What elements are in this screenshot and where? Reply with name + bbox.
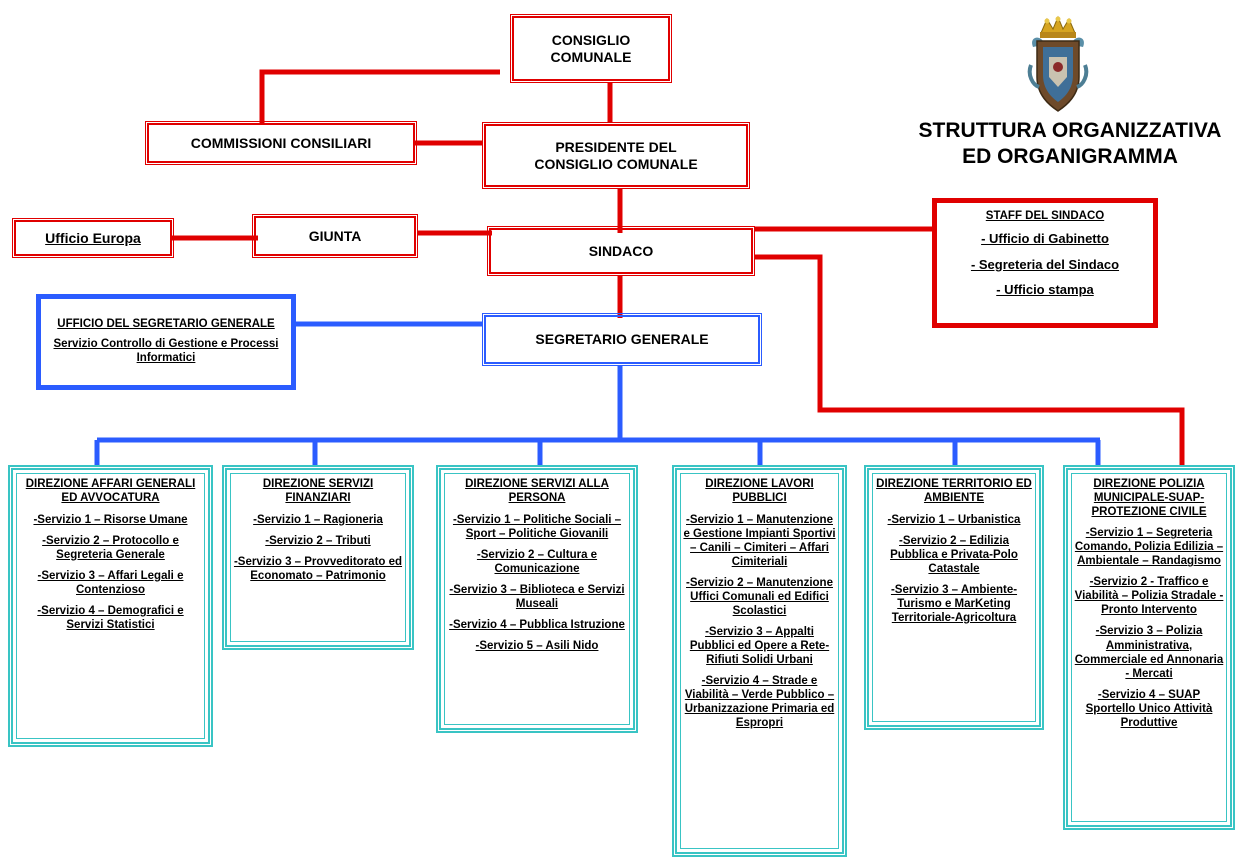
node-sindaco: SINDACO	[487, 226, 755, 276]
node-ufficio-europa-label: Ufficio Europa	[45, 229, 141, 246]
node-giunta-label: GIUNTA	[308, 227, 362, 244]
direction-service: -Servizio 5 – Asili Nido	[475, 639, 599, 652]
node-presidente-consiglio: PRESIDENTE DEL CONSIGLIO COMUNALE	[482, 122, 750, 189]
node-segretario-generale: SEGRETARIO GENERALE	[482, 313, 762, 366]
direction-servizi-finanziari: DIREZIONE SERVIZI FINANZIARI -Servizio 1…	[222, 465, 414, 650]
staff-item-segreteria: - Segreteria del Sindaco	[970, 256, 1120, 272]
staff-item-gabinetto: - Ufficio di Gabinetto	[981, 231, 1109, 246]
node-consiglio-comunale: CONSIGLIO COMUNALE	[510, 14, 672, 83]
direction-service: -Servizio 4 – Demografici e Servizi Stat…	[37, 604, 184, 631]
node-staff-sindaco: STAFF DEL SINDACO - Ufficio di Gabinetto…	[932, 198, 1158, 328]
direction-service: -Servizio 1 – Segreteria Comando, Polizi…	[1074, 527, 1224, 568]
direction-title: DIREZIONE AFFARI GENERALI ED AVVOCATURA	[25, 478, 196, 504]
direction-title: DIREZIONE POLIZIA MUNICIPALE-SUAP-PROTEZ…	[1091, 478, 1207, 518]
node-ufficio-europa: Ufficio Europa	[12, 218, 174, 258]
line-consiglio-commissioni	[259, 69, 500, 125]
node-presidente-line2: CONSIGLIO COMUNALE	[534, 155, 698, 172]
line-sindaco-polizia	[755, 254, 1185, 467]
staff-item-stampa: - Ufficio stampa	[996, 282, 1094, 298]
node-ufficio-segretario: UFFICIO DEL SEGRETARIO GENERALE Servizio…	[36, 294, 296, 390]
direction-service: -Servizio 2 – Cultura e Comunicazione	[476, 548, 598, 575]
direction-title: DIREZIONE TERRITORIO ED AMBIENTE	[876, 478, 1032, 504]
direction-title: DIREZIONE SERVIZI ALLA PERSONA	[465, 478, 609, 504]
direction-territorio-ambiente: DIREZIONE TERRITORIO ED AMBIENTE -Serviz…	[864, 465, 1044, 730]
staff-title: STAFF DEL SINDACO	[985, 210, 1105, 222]
node-sindaco-label: SINDACO	[588, 242, 654, 259]
page-title: STRUTTURA ORGANIZZATIVA ED ORGANIGRAMMA	[890, 118, 1237, 171]
direction-title: DIREZIONE LAVORI PUBBLICI	[705, 478, 814, 504]
direction-servizi-persona: DIREZIONE SERVIZI ALLA PERSONA -Servizio…	[436, 465, 638, 733]
page-title-line1: STRUTTURA ORGANIZZATIVA	[918, 119, 1222, 142]
direction-affari-generali: DIREZIONE AFFARI GENERALI ED AVVOCATURA …	[8, 465, 213, 747]
direction-service: -Servizio 3 – Provveditorato ed Economat…	[233, 555, 403, 582]
direction-lavori-pubblici: DIREZIONE LAVORI PUBBLICI -Servizio 1 – …	[672, 465, 847, 857]
ufficio-segretario-service: Servizio Controllo di Gestione e Process…	[53, 338, 279, 364]
node-consiglio-line1: CONSIGLIO	[551, 31, 631, 48]
direction-service: -Servizio 2 – Edilizia Pubblica e Privat…	[890, 534, 1018, 575]
direction-service: -Servizio 1 – Ragioneria	[253, 513, 383, 526]
direction-service: -Servizio 4 – SUAP Sportello Unico Attiv…	[1085, 688, 1213, 729]
direction-service: -Servizio 3 – Polizia Amministrativa, Co…	[1074, 625, 1224, 680]
direction-service: -Servizio 2 - Traffico e Viabilità – Pol…	[1074, 576, 1224, 617]
direction-service: -Servizio 4 – Pubblica Istruzione	[449, 618, 625, 631]
direction-service: -Servizio 3 – Ambiente-Turismo e MarKeti…	[890, 583, 1018, 624]
node-presidente-line1: PRESIDENTE DEL	[555, 138, 677, 155]
node-segretario-label: SEGRETARIO GENERALE	[535, 331, 709, 348]
direction-service: -Servizio 1 – Manutenzione e Gestione Im…	[683, 513, 836, 568]
node-commissioni-consiliari: COMMISSIONI CONSILIARI	[145, 121, 417, 165]
direction-service: -Servizio 2 – Manutenzione Uffici Comuna…	[686, 576, 833, 617]
direction-service: -Servizio 1 – Risorse Umane	[33, 513, 188, 526]
direction-service: -Servizio 2 – Tributi	[265, 534, 371, 547]
page-title-line2: ED ORGANIGRAMMA	[962, 145, 1178, 169]
direction-service: -Servizio 1 – Politiche Sociali – Sport …	[452, 513, 622, 540]
node-consiglio-line2: COMUNALE	[550, 48, 632, 65]
node-commissioni-label: COMMISSIONI CONSILIARI	[190, 134, 372, 151]
ufficio-segretario-title: UFFICIO DEL SEGRETARIO GENERALE	[57, 318, 275, 331]
node-giunta: GIUNTA	[252, 214, 418, 258]
direction-service: -Servizio 1 – Urbanistica	[887, 513, 1021, 526]
direction-title: DIREZIONE SERVIZI FINANZIARI	[262, 478, 374, 504]
direction-service: -Servizio 3 – Biblioteca e Servizi Musea…	[449, 583, 625, 610]
direction-service: -Servizio 3 – Appalti Pubblici ed Opere …	[689, 625, 830, 666]
coat-of-arms-icon	[1027, 15, 1089, 112]
direction-service: -Servizio 3 – Affari Legali e Contenzios…	[37, 569, 184, 596]
direction-service: -Servizio 2 – Protocollo e Segreteria Ge…	[42, 534, 179, 561]
direction-polizia-municipale: DIREZIONE POLIZIA MUNICIPALE-SUAP-PROTEZ…	[1063, 465, 1235, 830]
direction-service: -Servizio 4 – Strade e Viabilità – Verde…	[684, 674, 835, 729]
